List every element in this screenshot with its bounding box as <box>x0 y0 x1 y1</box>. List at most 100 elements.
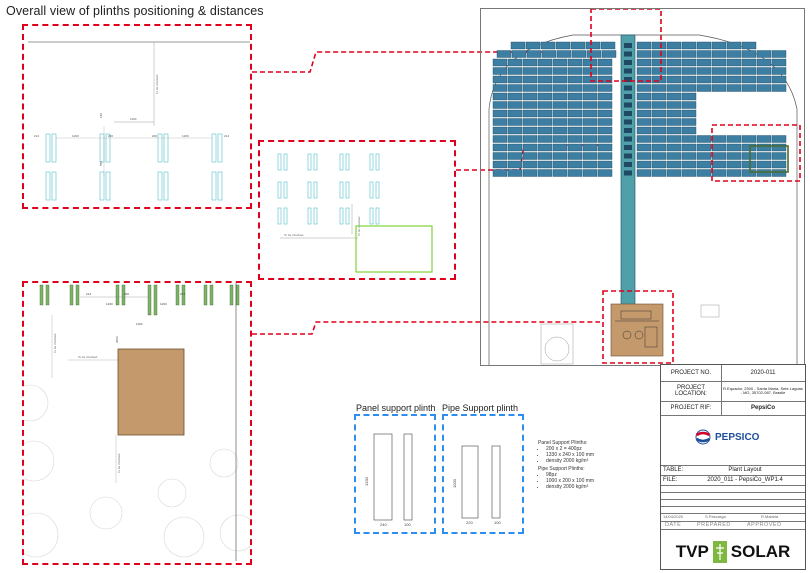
rack-support <box>624 136 632 142</box>
solar-panel <box>771 75 787 84</box>
solar-panel <box>552 143 568 152</box>
solar-panel <box>567 75 583 84</box>
solar-panel <box>492 109 508 118</box>
solar-panel <box>756 67 772 75</box>
rack-support <box>624 128 632 133</box>
solar-panel <box>537 75 553 84</box>
solar-panel <box>492 135 508 143</box>
solar-panel <box>666 67 682 75</box>
solar-panel <box>681 126 697 135</box>
solar-panel <box>567 84 583 92</box>
dim-label: 1260 <box>160 302 167 306</box>
solar-panel <box>741 169 757 177</box>
rack-support <box>624 43 632 48</box>
rack-support <box>624 162 632 167</box>
solar-panel <box>651 160 667 169</box>
solar-panel <box>666 101 682 109</box>
dim-label: 214 <box>224 134 229 138</box>
cyan-plinth-group <box>277 153 380 225</box>
solar-panel <box>597 67 613 75</box>
detail-view-middle: To be checked To be checked <box>258 140 456 280</box>
dim-label: 1100 <box>130 117 137 121</box>
solar-panel <box>507 126 523 135</box>
detail-drawing-top-left: To be checked 1100 214 1260 200 200 1260 <box>28 41 250 201</box>
solar-panel <box>711 84 727 92</box>
prepared-label: PREPARED <box>697 522 731 528</box>
solar-panel <box>696 67 712 75</box>
solar-panel <box>711 169 727 177</box>
solar-panel <box>526 50 542 58</box>
dim-label: 1260 <box>72 134 79 138</box>
rack-support <box>624 111 632 116</box>
solar-panel <box>552 58 568 67</box>
solar-panel <box>771 160 787 169</box>
list-item: 1330 x 240 x 100 mm <box>546 452 656 458</box>
signature-labels-row: DATE PREPARED APPROVED <box>661 521 805 530</box>
table-row: TABLE: Plant Layout <box>661 465 805 476</box>
solar-panel <box>597 118 613 126</box>
solar-panel <box>741 152 757 160</box>
solar-panel <box>711 75 727 84</box>
solar-panel <box>636 143 652 152</box>
solar-panel <box>666 41 682 50</box>
solar-panel <box>585 41 601 50</box>
solar-panel <box>582 118 598 126</box>
solar-panel <box>525 41 541 50</box>
solar-panel <box>582 143 598 152</box>
table-label: TABLE: <box>663 467 684 473</box>
cyan-plinth-group <box>45 133 223 201</box>
dim-label: 200 <box>152 134 157 138</box>
dim-label: 1330 <box>364 476 369 486</box>
solar-panel <box>696 41 712 50</box>
solar-panel <box>681 118 697 126</box>
green-plinth-group <box>39 284 240 316</box>
solar-panel <box>537 58 553 67</box>
solar-panel <box>567 152 583 160</box>
title-block: PROJECT NO. 2020-011 PROJECT LOCATION: R… <box>660 364 806 570</box>
solar-panel <box>507 92 523 101</box>
solar-panel <box>556 50 572 58</box>
dim-label: 200 <box>124 292 129 296</box>
solar-panel <box>636 101 652 109</box>
solar-panel <box>666 152 682 160</box>
solar-panel <box>522 84 538 92</box>
solar-panel <box>597 109 613 118</box>
solar-panel <box>552 67 568 75</box>
solar-panel <box>681 67 697 75</box>
rack-support <box>624 51 632 57</box>
rack-support <box>624 119 632 125</box>
solar-panel <box>537 67 553 75</box>
solar-panel <box>711 58 727 67</box>
solar-panel <box>567 143 583 152</box>
tvp-leaf-icon <box>712 541 727 563</box>
solar-panel <box>582 75 598 84</box>
solar-panel <box>552 126 568 135</box>
solar-panel <box>522 75 538 84</box>
solar-panel <box>522 67 538 75</box>
solar-panel <box>711 152 727 160</box>
revision-row: 14/04/2020 S.Pescarga R.Malaria <box>661 513 805 522</box>
solar-panel <box>552 160 568 169</box>
panel-support-title: Panel support plinth <box>356 403 436 413</box>
solar-panel <box>666 169 682 177</box>
list-item: density 2000 kg/m³ <box>546 458 656 464</box>
solar-panel <box>600 41 616 50</box>
solar-panel <box>756 75 772 84</box>
file-label: FILE: <box>663 477 678 483</box>
solar-panel <box>711 160 727 169</box>
solar-panel <box>651 126 667 135</box>
project-ref-value: PepsiCo <box>750 404 775 411</box>
solar-panel <box>696 84 712 92</box>
solar-panel <box>522 169 538 177</box>
solar-panel <box>522 135 538 143</box>
pepsico-logo: PEPSICO <box>695 429 759 445</box>
solar-panel <box>651 50 667 58</box>
solar-panel <box>651 135 667 143</box>
solar-panel <box>741 143 757 152</box>
solar-panel <box>666 58 682 67</box>
list-item: 200 x 2 = 400pz <box>546 446 656 452</box>
solar-panel <box>567 118 583 126</box>
solar-panel <box>711 135 727 143</box>
solar-panel <box>567 109 583 118</box>
solar-panel <box>555 41 571 50</box>
